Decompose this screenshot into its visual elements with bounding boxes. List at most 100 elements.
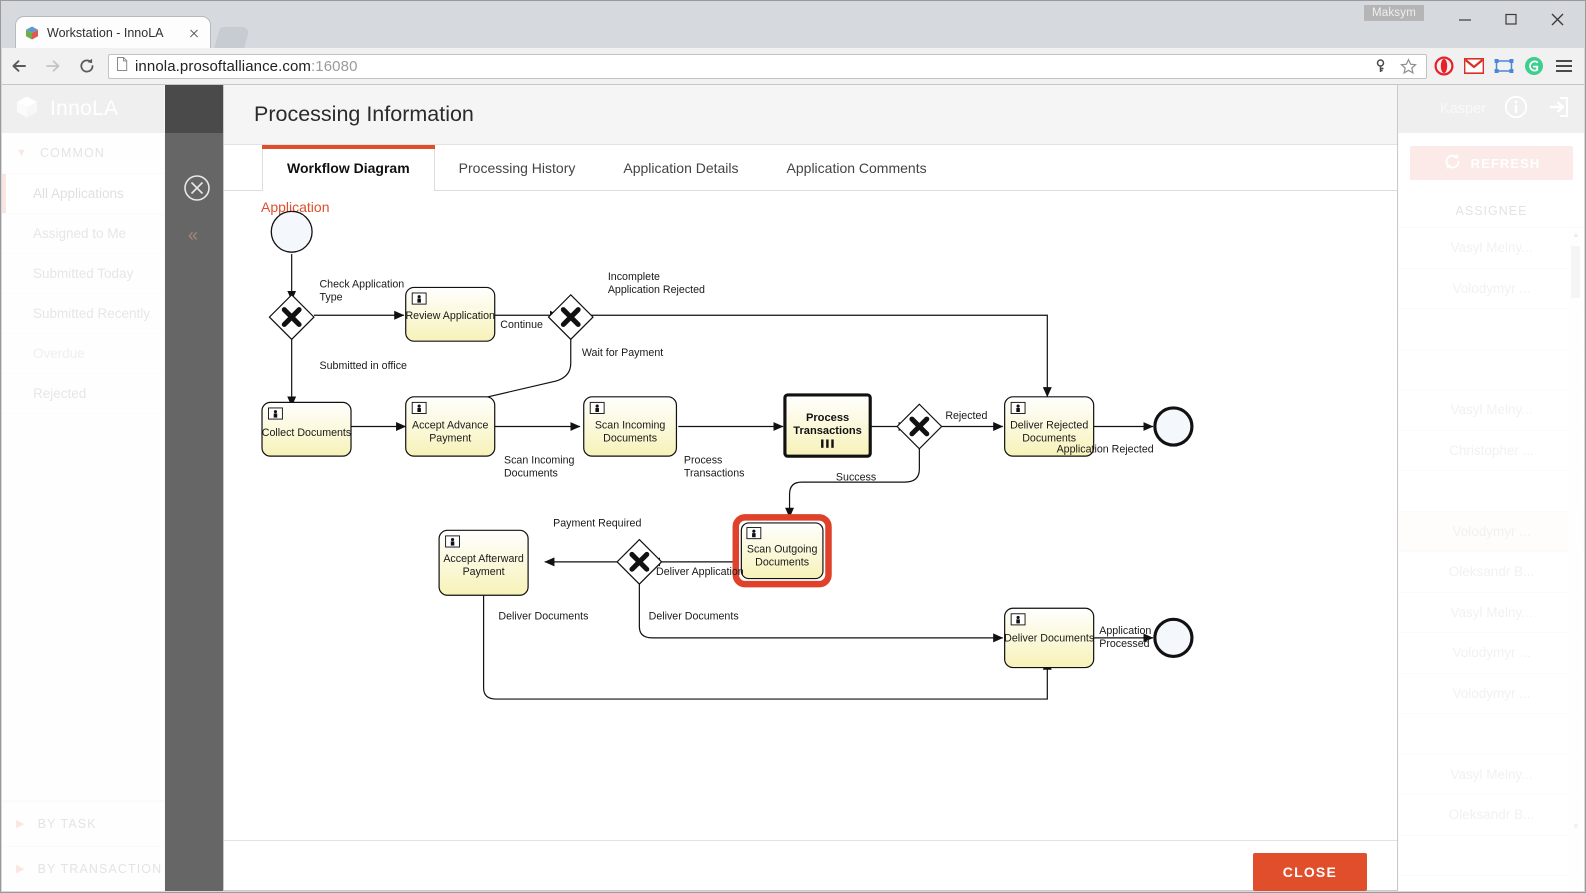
adguard-icon[interactable] [1524,56,1544,76]
new-tab-button[interactable] [213,27,251,49]
assignee-name: Vasyl Melny... [1450,604,1533,620]
sidebar-item-submitted-today[interactable]: Submitted Today [2,254,164,294]
browser-tab[interactable]: Workstation - InnoLA [15,16,211,49]
page-info-icon[interactable] [115,56,129,77]
user-task-icon [411,292,427,305]
flow-label-submitted-in-office: Submitted in office [319,360,407,372]
assignee-row[interactable]: Volodymyr ... [1399,674,1584,714]
tab-application-details[interactable]: Application Details [599,145,762,190]
assignee-row[interactable]: Vasyl Melny... [1399,755,1584,795]
close-circle-icon[interactable] [182,173,212,203]
task-process-transactions[interactable]: Process Transactions [783,393,872,458]
flow-label-deliver-documents-b: Deliver Documents [498,610,588,622]
sidebar-group-by-task[interactable]: ▶ BY TASK [2,801,164,846]
sidebar-item-assigned-to-me[interactable]: Assigned to Me [2,214,164,254]
sidebar-item-label: Submitted Recently [33,306,151,321]
key-icon[interactable] [1370,56,1390,76]
task-deliver-rejected-documents[interactable]: Deliver Rejected Documents [1004,396,1095,457]
logout-icon[interactable] [1546,95,1570,124]
gateway-check-application-type[interactable] [268,293,315,341]
assignee-list[interactable]: Vasyl Melny...Volodymyr ...Vasyl Melny..… [1399,228,1584,891]
flow-label-wait-for-payment: Wait for Payment [582,347,663,359]
bpmn-canvas[interactable]: Review Application [224,191,1397,840]
maximize-icon[interactable] [1488,4,1534,34]
double-chevron-left-icon[interactable]: « [188,225,199,245]
close-button[interactable]: CLOSE [1252,852,1367,891]
flow-label-deliver-documents-a: Deliver Documents [649,610,739,622]
minimize-icon[interactable] [1442,4,1488,34]
task-accept-afterward-payment[interactable]: Accept Afterward Payment [438,529,529,596]
assignee-name: Volodymyr ... [1452,645,1531,661]
screenshot-icon[interactable] [1494,56,1514,76]
back-icon[interactable] [2,49,36,83]
gmail-icon[interactable] [1464,56,1484,76]
window-close-icon[interactable] [1534,4,1580,34]
browser-extensions [1434,56,1584,76]
task-collect-documents[interactable]: Collect Documents [261,401,352,457]
start-event[interactable] [270,210,313,253]
close-icon[interactable] [186,25,202,41]
sidebar-item-all-applications[interactable]: All Applications [2,174,164,214]
opera-icon[interactable] [1434,56,1454,76]
modal-footer: CLOSE [224,840,1397,891]
sidebar-group-by-transaction[interactable]: ▶ BY TRANSACTION [2,846,164,891]
assignee-scrollbar[interactable]: ▲ ▼ [1569,228,1582,891]
refresh-button[interactable]: REFRESH [1410,146,1573,180]
assignee-row[interactable]: Oleksandr B... [1399,795,1584,836]
task-scan-incoming-documents[interactable]: Scan Incoming Documents [583,396,678,457]
assignee-row[interactable] [1399,471,1584,512]
tab-application-comments[interactable]: Application Comments [763,145,951,190]
assignee-row[interactable] [1399,309,1584,350]
forward-icon[interactable] [36,49,70,83]
star-icon[interactable] [1398,56,1418,76]
end-event-application-rejected[interactable] [1153,406,1194,447]
menu-icon[interactable] [1554,56,1574,76]
scroll-up-icon[interactable]: ▲ [1572,230,1580,239]
chrome-profile-chip[interactable]: Maksym [1363,5,1424,21]
tab-processing-history[interactable]: Processing History [435,145,600,190]
assignee-row[interactable]: Volodymyr ... [1399,269,1584,309]
task-label: Accept Afterward [443,553,524,565]
assignee-row[interactable]: Volodymyr ... [1399,633,1584,674]
sequence-flows [287,254,1154,700]
flow-label-continue: Continue [500,319,543,331]
assignee-row[interactable]: Christopher ... [1399,431,1584,471]
tab-label: Processing History [458,159,576,176]
gateway-payment[interactable] [547,293,594,341]
task-deliver-documents[interactable]: Deliver Documents [1004,607,1095,669]
sidebar-group-common[interactable]: ▼ COMMON [2,133,164,174]
assignee-row[interactable]: Vasyl Melny... [1399,228,1584,269]
workflow-diagram-panel[interactable]: Application [224,191,1397,840]
browser-toolbar: innola.prosoftalliance.com:16080 [2,48,1584,85]
flow-label-success: Success [836,471,876,483]
tab-label: Application Details [623,159,739,176]
task-accept-advance-payment[interactable]: Accept Advance Payment [405,396,496,457]
assignee-row[interactable] [1399,836,1584,876]
scrollbar-thumb[interactable] [1571,246,1580,298]
assignee-row[interactable]: Vasyl Melny... [1399,593,1584,633]
task-label: Process [806,412,849,424]
assignee-row[interactable]: Vasyl Melny... [1399,390,1584,431]
assignee-row[interactable] [1399,714,1584,755]
info-icon[interactable] [1504,95,1528,124]
gateway-rejected[interactable] [896,403,943,450]
sidebar-item-label: Submitted Today [33,266,134,281]
reload-icon[interactable] [70,49,104,83]
gateway-delivery[interactable] [616,538,663,585]
assignee-row[interactable]: Oleksandr B... [1399,552,1584,593]
assignee-row[interactable] [1399,876,1584,891]
window-controls [1442,4,1580,34]
tab-workflow-diagram[interactable]: Workflow Diagram [262,145,435,191]
sidebar-item-overdue[interactable]: Overdue [2,334,164,374]
assignee-row[interactable] [1399,350,1584,390]
task-label-line2: Transactions [793,425,862,437]
sidebar-item-submitted-recently[interactable]: Submitted Recently [2,294,164,334]
task-scan-outgoing-documents[interactable]: Scan Outgoing Documents [732,514,832,588]
end-event-application-processed[interactable] [1153,617,1194,659]
scroll-down-icon[interactable]: ▼ [1572,821,1580,831]
address-bar[interactable]: innola.prosoftalliance.com:16080 [108,53,1427,79]
sidebar-item-rejected[interactable]: Rejected [2,374,164,414]
task-review-application[interactable]: Review Application [405,286,496,342]
flow-label-process-transactions: Process [684,455,723,467]
assignee-row[interactable]: Volodymyr ... [1399,511,1584,552]
